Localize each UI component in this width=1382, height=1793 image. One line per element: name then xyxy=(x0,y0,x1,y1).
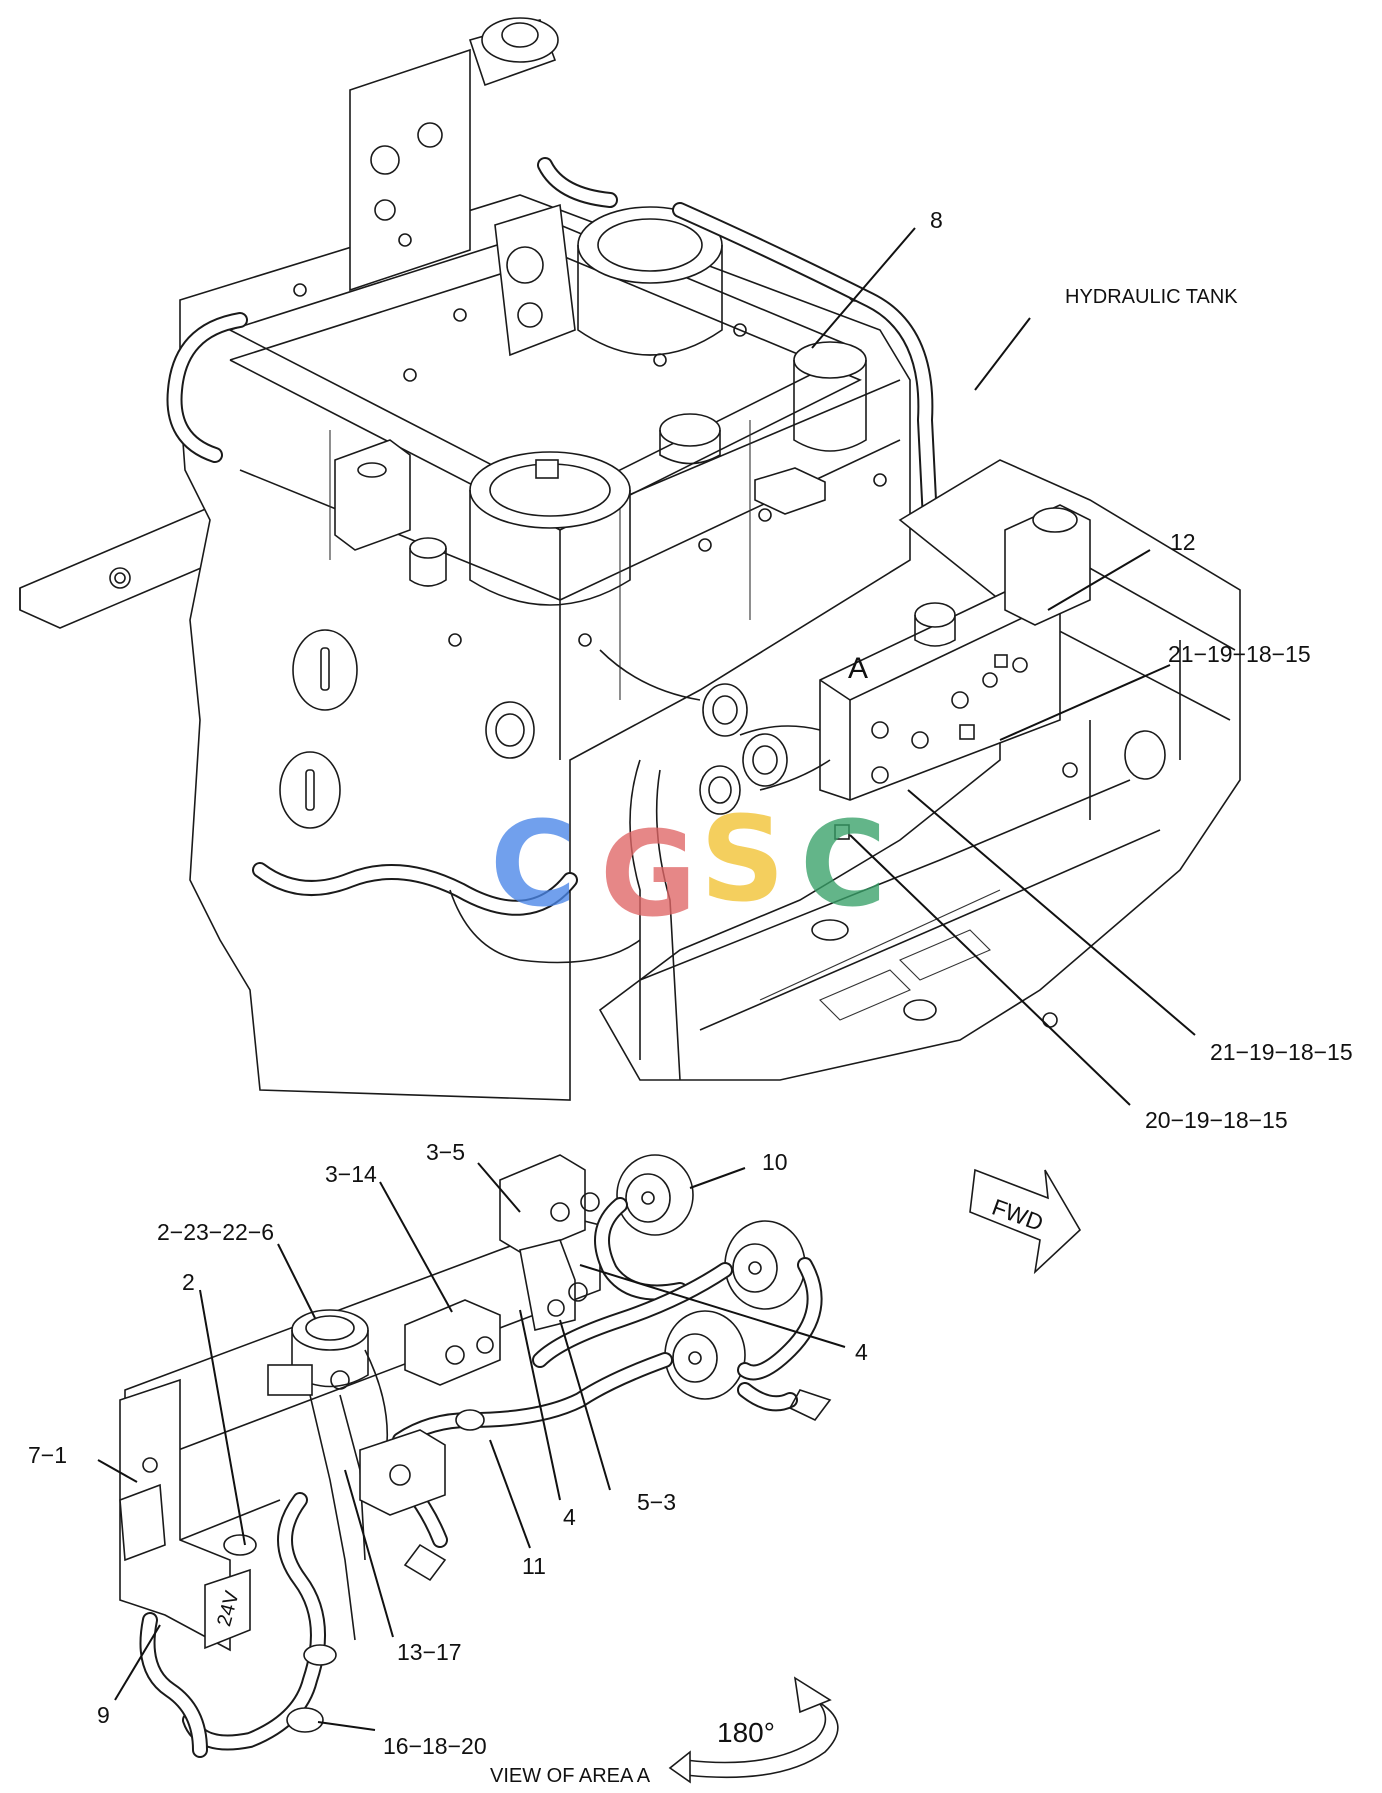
callout-9: 9 xyxy=(97,1702,110,1728)
area-a-label: A xyxy=(848,652,868,685)
callout-10: 10 xyxy=(762,1149,788,1175)
fwd-arrow: FWD xyxy=(969,1168,1082,1275)
watermark: C G S C xyxy=(490,790,887,943)
rotation-label: 180° xyxy=(717,1717,775,1748)
callout-3-14: 3−14 xyxy=(325,1161,377,1187)
callout-2-23-22-6: 2−23−22−6 xyxy=(157,1219,274,1245)
callout-16-18-20: 16−18−20 xyxy=(383,1733,487,1759)
detail-view-drawing xyxy=(119,1154,832,1758)
callout-8: 8 xyxy=(930,207,943,233)
callout-hydraulic-tank: HYDRAULIC TANK xyxy=(1065,286,1238,308)
callout-5-3: 5−3 xyxy=(637,1489,676,1515)
view-of-area-label: VIEW OF AREA A xyxy=(490,1765,651,1787)
callout-13-17: 13−17 xyxy=(397,1639,462,1665)
callout-4-right: 4 xyxy=(855,1339,868,1365)
watermark-letter-4: C xyxy=(800,795,887,933)
callout-20-19-18-15: 20−19−18−15 xyxy=(1145,1107,1288,1133)
watermark-letter-1: C xyxy=(490,795,577,933)
callout-2: 2 xyxy=(182,1269,195,1295)
callout-4-lower: 4 xyxy=(563,1504,576,1530)
rotation-arrow xyxy=(668,1676,839,1784)
leader-lines xyxy=(97,227,1196,1731)
callout-12: 12 xyxy=(1170,529,1196,555)
watermark-letter-2: G xyxy=(600,805,697,943)
callout-labels: 8 HYDRAULIC TANK 12 21−19−18−15 21−19−18… xyxy=(28,207,1353,1787)
callout-21-19-18-15-bottom: 21−19−18−15 xyxy=(1210,1039,1353,1065)
callout-7-1: 7−1 xyxy=(28,1442,67,1468)
callout-3-5: 3−5 xyxy=(426,1139,465,1165)
callout-21-19-18-15-top: 21−19−18−15 xyxy=(1168,641,1311,667)
watermark-letter-3: S xyxy=(700,790,785,928)
callout-11: 11 xyxy=(522,1553,546,1579)
upper-assembly-drawing xyxy=(19,17,1241,1101)
